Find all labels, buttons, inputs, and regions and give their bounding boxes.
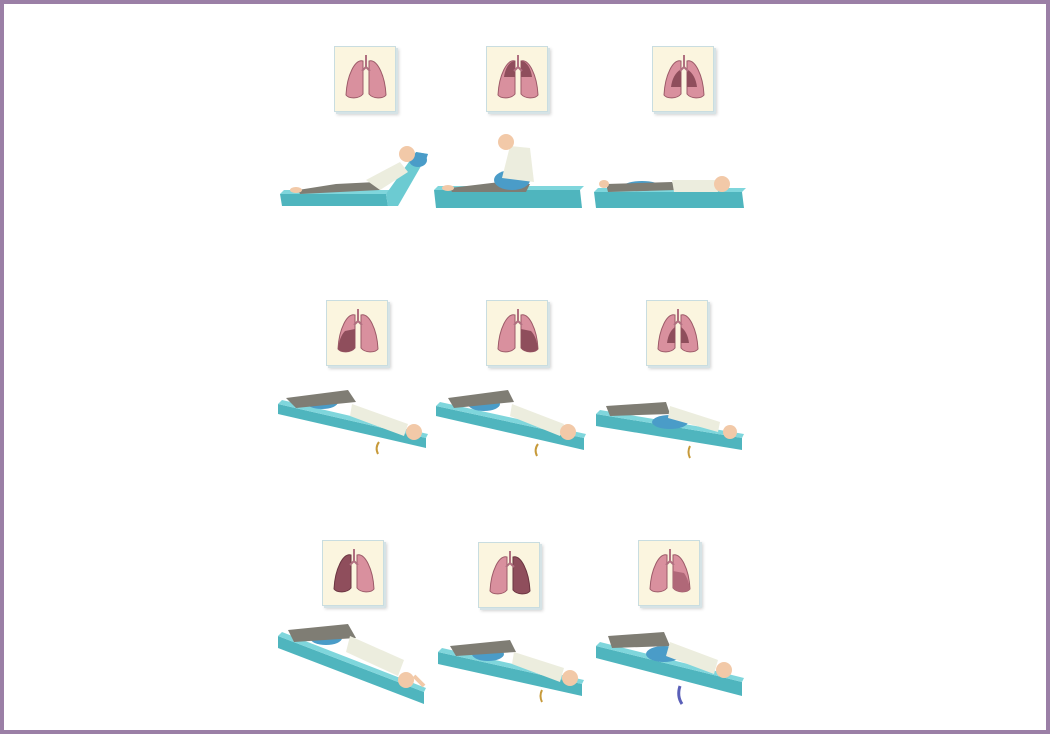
patient-prone-head-down — [594, 388, 754, 462]
lungs-icon — [639, 541, 701, 607]
lungs-card-1 — [334, 46, 396, 112]
lungs-icon — [647, 301, 709, 367]
lungs-card-8 — [478, 542, 540, 608]
patient-supine-flat — [592, 154, 752, 218]
patient-prone-quarter — [594, 624, 754, 714]
patient-reclined-supine — [276, 132, 436, 220]
lungs-card-2 — [486, 46, 548, 112]
lungs-icon — [487, 301, 549, 367]
lungs-card-4 — [326, 300, 388, 366]
lungs-icon — [327, 301, 389, 367]
lungs-card-5 — [486, 300, 548, 366]
lungs-icon — [479, 543, 541, 609]
patient-side-quarter-turn — [436, 632, 596, 712]
patient-side-quarter-turn — [276, 620, 436, 712]
patient-side-head-down — [434, 382, 594, 462]
lungs-icon — [323, 541, 385, 607]
patient-sitting-forward — [430, 132, 590, 220]
lungs-card-3 — [652, 46, 714, 112]
lungs-icon — [653, 47, 715, 113]
lungs-icon — [487, 47, 549, 113]
lungs-icon — [335, 47, 397, 113]
lungs-card-6 — [646, 300, 708, 366]
patient-side-head-down — [276, 380, 436, 460]
lungs-card-7 — [322, 540, 384, 606]
lungs-card-9 — [638, 540, 700, 606]
